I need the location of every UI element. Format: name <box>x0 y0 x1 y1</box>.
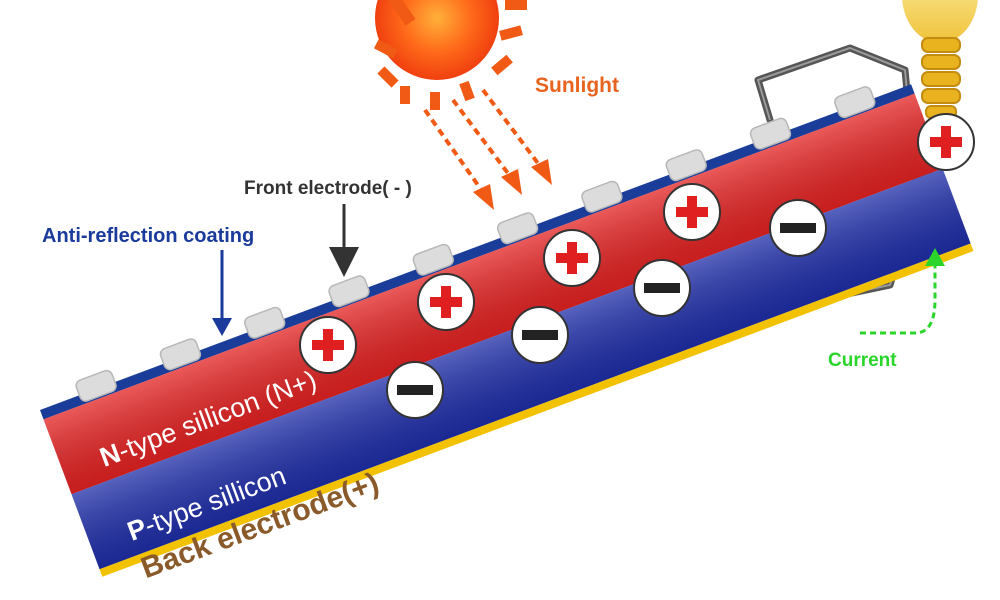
sunlight-label: Sunlight <box>535 74 619 97</box>
sunlight-rays <box>423 88 545 197</box>
sunlight-ray-heads <box>473 159 552 210</box>
current-arrow <box>860 248 945 335</box>
positive-charge-2 <box>417 273 475 331</box>
positive-charge-5-bulb <box>917 113 975 171</box>
positive-charge-4 <box>663 183 721 241</box>
positive-charge-3 <box>543 229 601 287</box>
anti-reflection-label: Anti-reflection coating <box>42 225 254 247</box>
negative-charge-2 <box>511 306 569 364</box>
front-electrode-fingers <box>75 86 876 402</box>
solar-panel: N-type sillicon (N+) P-type sillicon Bac… <box>40 84 974 585</box>
back-electrode-layer <box>99 243 974 577</box>
negative-charge-1 <box>386 361 444 419</box>
current-label: Current <box>828 350 897 371</box>
light-bulb-icon <box>902 0 978 119</box>
negative-charge-3 <box>633 259 691 317</box>
positive-charge-1 <box>299 316 357 374</box>
front-electrode-label: Front electrode( - ) <box>244 178 412 199</box>
sun-icon <box>373 0 527 110</box>
negative-charge-4 <box>769 199 827 257</box>
